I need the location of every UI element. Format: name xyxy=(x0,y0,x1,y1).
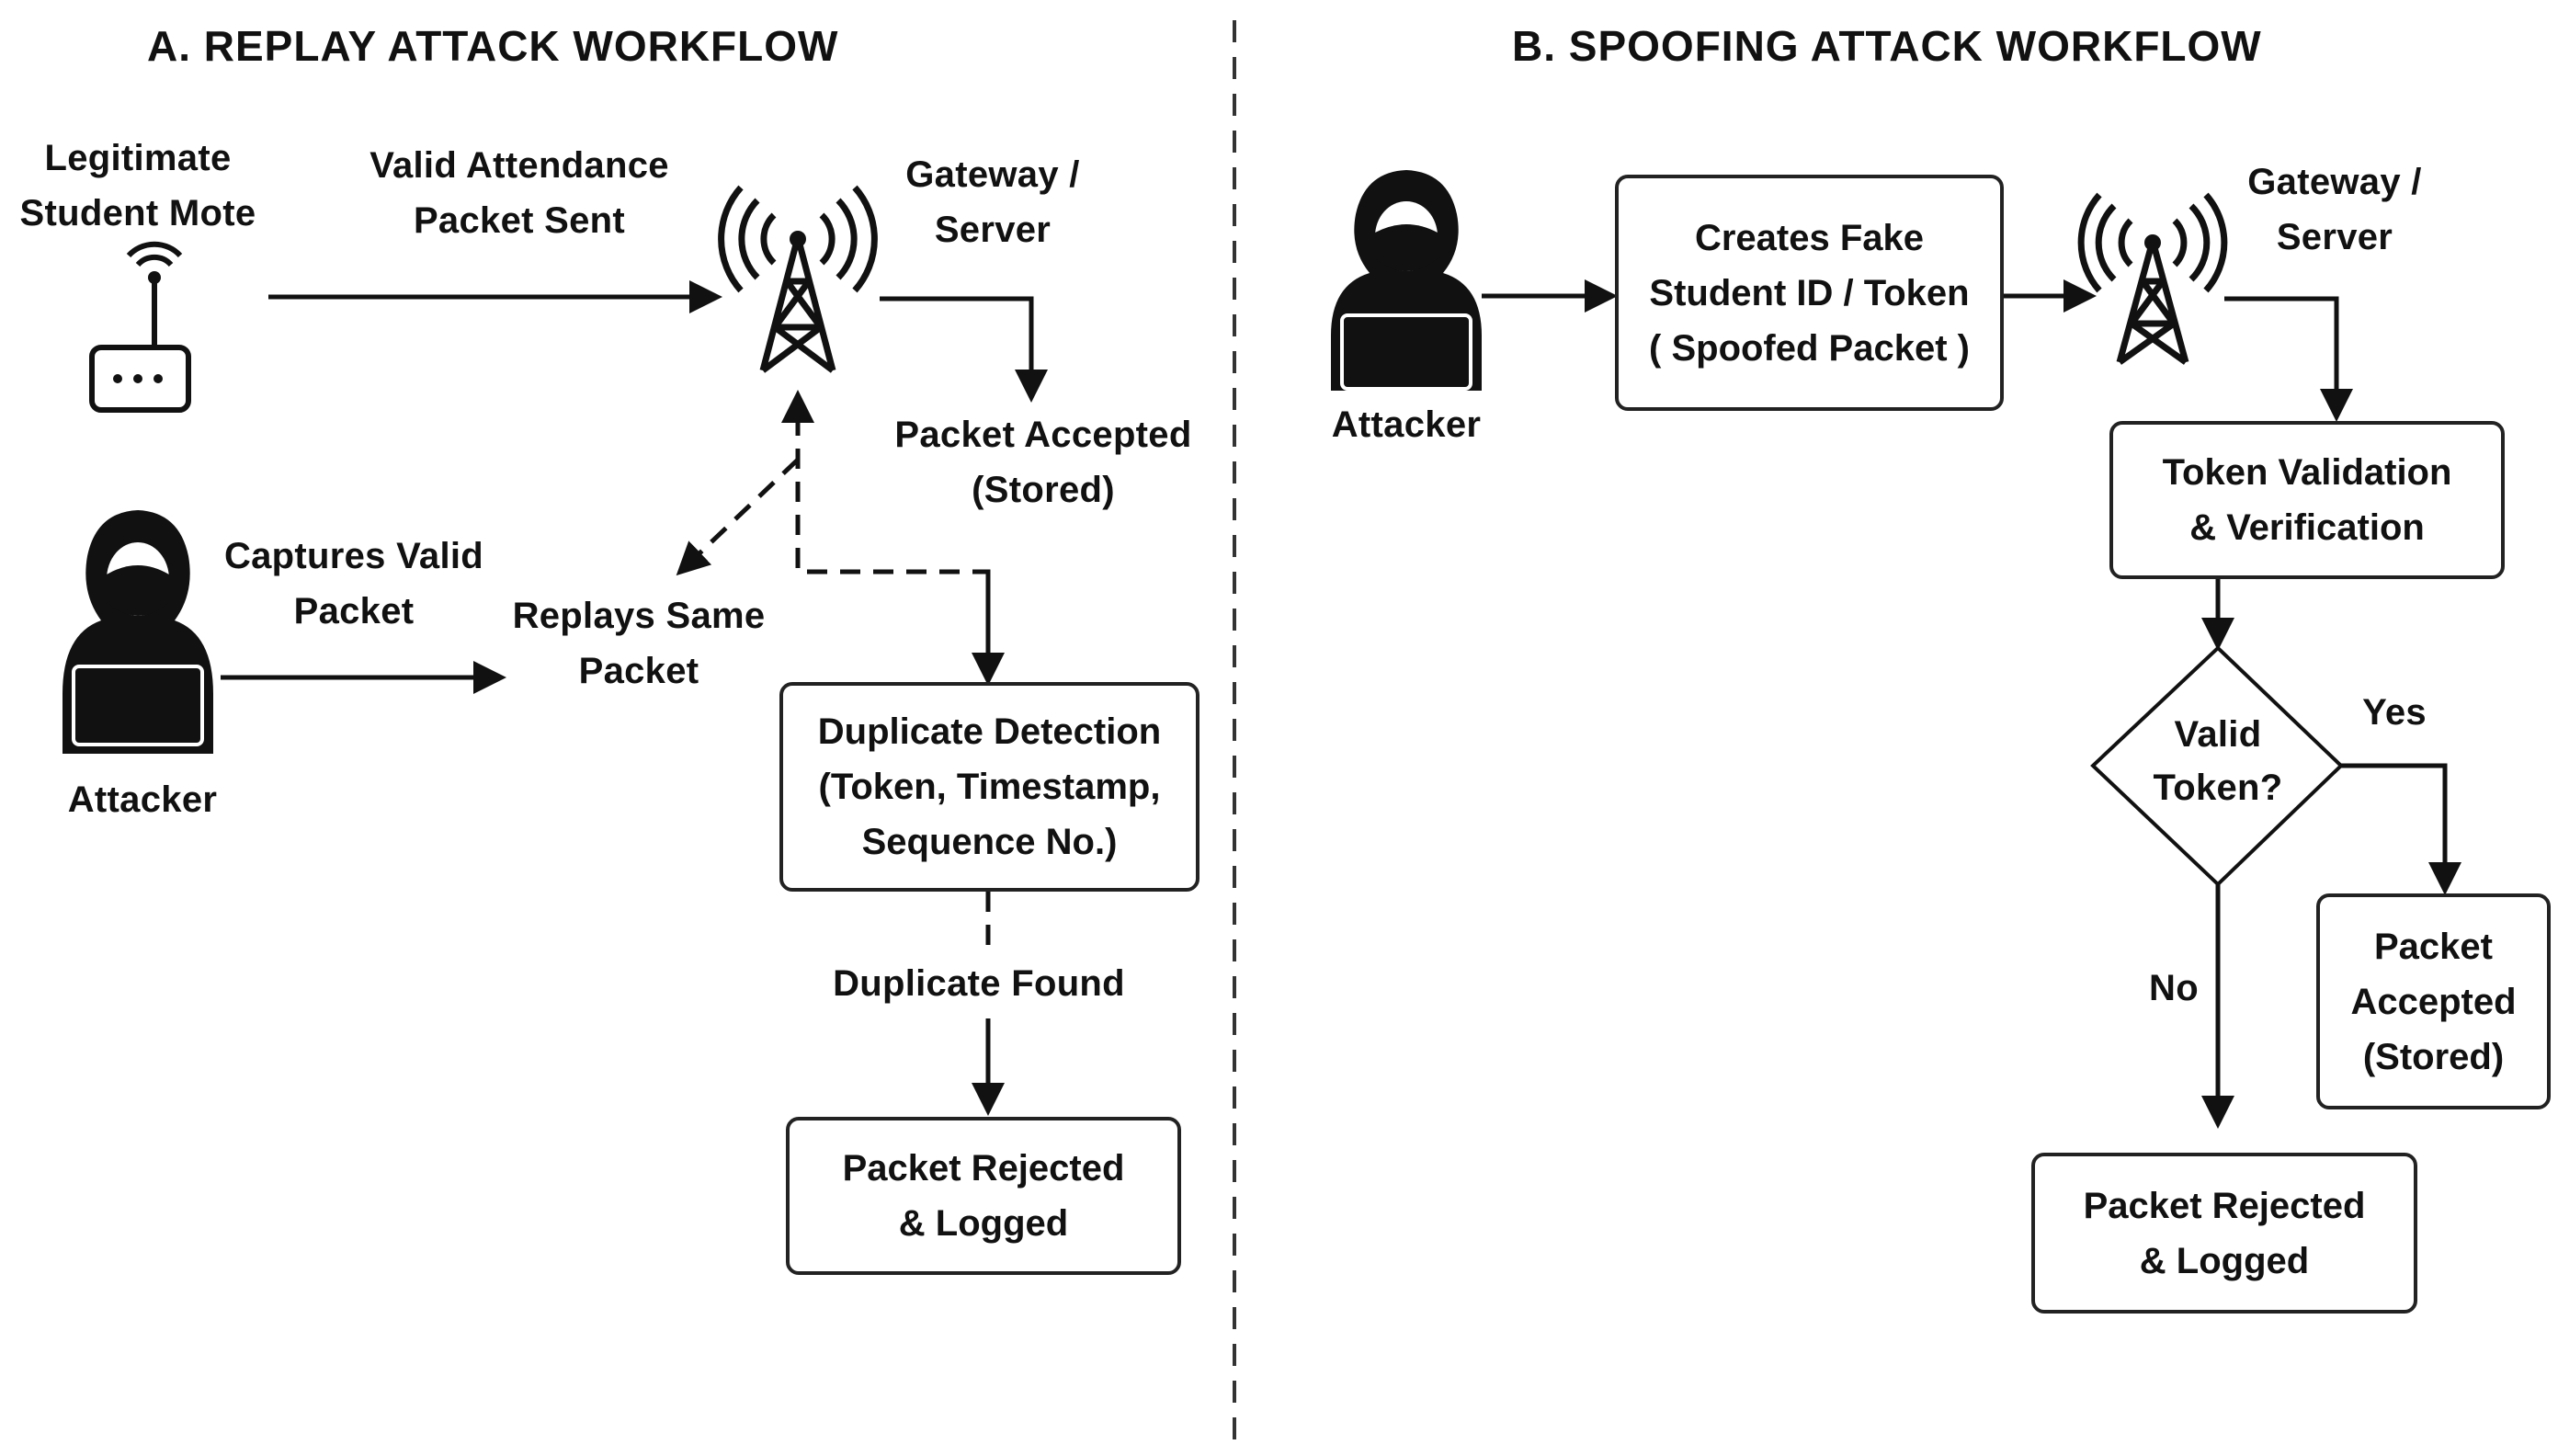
replays-label-line-2: Packet xyxy=(578,651,699,691)
spoof-accepted-line-3: (Stored) xyxy=(2362,1036,2505,1077)
attacker-icon xyxy=(1331,170,1482,391)
captures-label-line-1: Captures Valid xyxy=(223,536,484,576)
mote-device-icon xyxy=(89,241,191,413)
spoof-accepted-box: Packet Accepted (Stored) xyxy=(2316,893,2551,1109)
replays-label: Replays Same Packet xyxy=(501,588,777,699)
gateway-label-line-2: Server xyxy=(934,210,1052,250)
spoof-gateway-label: Gateway / Server xyxy=(2224,154,2445,265)
tower-icon xyxy=(718,185,878,373)
spoof-rejected-line-2: & Logged xyxy=(2139,1240,2310,1281)
valid-packet-label: Valid Attendance Packet Sent xyxy=(363,138,676,248)
fake-packet-line-3: ( Spoofed Packet ) xyxy=(1649,327,1970,369)
spoof-gateway-label-line-1: Gateway / xyxy=(2247,162,2422,202)
gateway-to-validation-arrow xyxy=(2224,296,2353,422)
replay-rejected-line-1: Packet Rejected xyxy=(842,1148,1125,1189)
gateway-label: Gateway / Server xyxy=(882,147,1103,257)
accepted-label: Packet Accepted (Stored) xyxy=(882,407,1204,518)
spoof-gateway-label-line-2: Server xyxy=(2276,217,2393,257)
mote-label-line-1: Legitimate xyxy=(44,138,232,178)
valid-packet-label-line-1: Valid Attendance xyxy=(369,145,669,186)
duplicate-detection-line-2: (Token, Timestamp, xyxy=(818,767,1161,807)
gateway-label-line-1: Gateway / xyxy=(905,154,1080,195)
token-validation-line-1: Token Validation xyxy=(2162,452,2452,493)
yes-label: Yes xyxy=(2362,692,2427,733)
attacker-icon xyxy=(63,510,213,754)
replay-section-heading: A. REPLAY ATTACK WORKFLOW xyxy=(147,22,839,70)
spoof-attacker-label: Attacker xyxy=(1331,404,1482,445)
fake-packet-line-1: Creates Fake xyxy=(1694,217,1925,258)
replay-rejected-line-2: & Logged xyxy=(898,1203,1069,1244)
gateway-accept-arrow xyxy=(880,296,1048,403)
fake-packet-box: Creates Fake Student ID / Token ( Spoofe… xyxy=(1615,175,2004,411)
spoof-rejected-box: Packet Rejected & Logged xyxy=(2031,1153,2417,1314)
duplicate-detection-line-1: Duplicate Detection xyxy=(817,711,1162,752)
capture-dashed-arrow xyxy=(676,458,800,576)
accepted-label-line-1: Packet Accepted xyxy=(894,415,1192,455)
yes-arrow xyxy=(2341,763,2461,895)
captures-label: Captures Valid Packet xyxy=(211,529,496,639)
decision-label-line-1: Valid xyxy=(2174,714,2262,755)
decision-label-line-2: Token? xyxy=(2153,768,2283,808)
replay-rejected-box: Packet Rejected & Logged xyxy=(786,1117,1181,1275)
mote-label: Legitimate Student Mote xyxy=(9,131,267,241)
spoof-rejected-line-1: Packet Rejected xyxy=(2083,1185,2366,1226)
token-validation-line-2: & Verification xyxy=(2189,507,2425,548)
accepted-label-line-2: (Stored) xyxy=(972,470,1115,510)
duplicate-detection-line-3: Sequence No.) xyxy=(861,822,1118,862)
fake-packet-line-2: Student ID / Token xyxy=(1649,272,1970,313)
attacker-label: Attacker xyxy=(67,779,218,820)
spoof-accepted-line-1: Packet xyxy=(2374,926,2493,967)
replays-label-line-1: Replays Same xyxy=(512,596,766,636)
decision-label: Valid Token? xyxy=(2126,708,2310,814)
tower-icon xyxy=(2077,192,2228,365)
no-label: No xyxy=(2149,968,2199,1008)
token-validation-box: Token Validation & Verification xyxy=(2109,421,2505,579)
captures-label-line-2: Packet xyxy=(293,591,415,631)
spoof-accepted-line-2: Accepted xyxy=(2350,981,2517,1022)
spoof-section-heading: B. SPOOFING ATTACK WORKFLOW xyxy=(1512,22,2262,70)
duplicate-found-label: Duplicate Found xyxy=(809,956,1149,1011)
duplicate-detection-box: Duplicate Detection (Token, Timestamp, S… xyxy=(779,682,1199,892)
valid-packet-label-line-2: Packet Sent xyxy=(413,200,626,241)
mote-label-line-2: Student Mote xyxy=(19,193,256,233)
